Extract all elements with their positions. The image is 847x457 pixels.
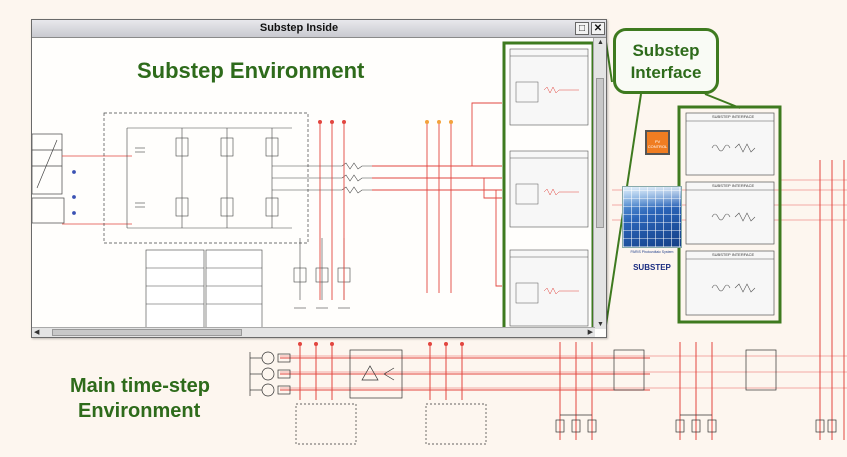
scroll-left-icon[interactable]: ◀ xyxy=(34,329,40,336)
horizontal-scroll-thumb[interactable] xyxy=(52,329,242,336)
solar-subcaption: PARIS Photovoltaic System xyxy=(630,250,674,254)
svg-text:SUBSTEP INTERFACE: SUBSTEP INTERFACE xyxy=(712,114,754,119)
scroll-up-icon[interactable]: ▲ xyxy=(597,39,604,46)
maximize-button[interactable]: □ xyxy=(575,22,589,35)
scroll-down-icon[interactable]: ▼ xyxy=(597,321,604,328)
solar-panel-image[interactable] xyxy=(622,186,682,248)
main-environment-label-line1: Main time-step xyxy=(70,375,211,397)
callout-text: Substep Interface xyxy=(630,41,702,82)
substep-caption: SUBSTEP xyxy=(633,263,671,272)
svg-text:SUBSTEP INTERFACE: SUBSTEP INTERFACE xyxy=(712,183,754,188)
scroll-right-icon[interactable]: ▶ xyxy=(587,329,593,336)
horizontal-scrollbar[interactable]: ◀ ▶ xyxy=(32,327,595,337)
window-titlebar[interactable]: Substep Inside □ ✕ xyxy=(32,20,606,38)
substep-interface-callout: Substep Interface xyxy=(613,28,719,94)
substep-window[interactable]: Substep Inside □ ✕ xyxy=(31,19,607,338)
substep-schematic xyxy=(32,41,594,328)
vertical-scrollbar[interactable]: ▲ ▼ xyxy=(593,38,606,329)
window-title: Substep Inside xyxy=(259,22,339,34)
vertical-scroll-thumb[interactable] xyxy=(596,78,604,228)
svg-text:SUBSTEP INTERFACE: SUBSTEP INTERFACE xyxy=(712,252,754,257)
close-button[interactable]: ✕ xyxy=(591,22,605,35)
pv-control-block[interactable]: PV CONTROL xyxy=(645,130,670,155)
main-environment-label-line2: Environment xyxy=(78,400,201,422)
substep-environment-label: Substep Environment xyxy=(137,58,365,83)
